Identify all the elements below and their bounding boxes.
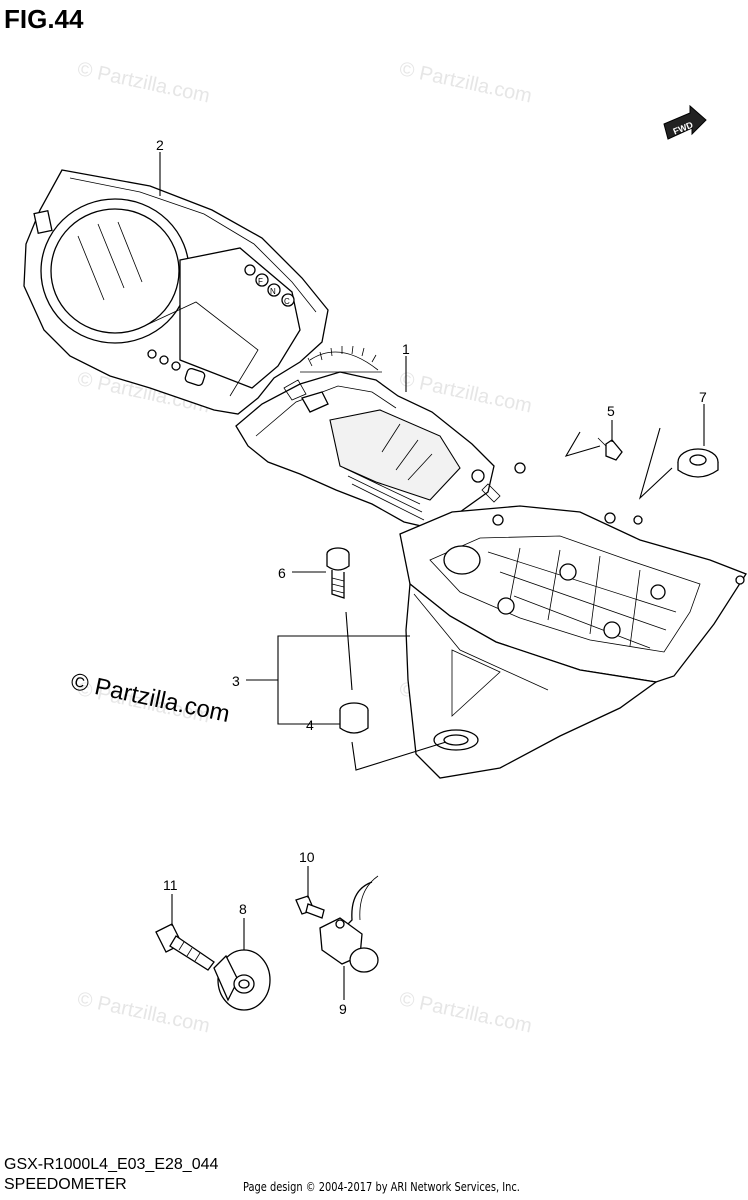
callout-1: 1 [402, 341, 410, 357]
callout-3: 3 [232, 673, 240, 689]
callout-leader-lines [159, 152, 705, 1000]
tachometer-tick-marks [307, 345, 377, 367]
gear-letter-c: C [284, 297, 290, 306]
fwd-direction-badge: FWD [663, 104, 707, 140]
rotor-part-8 [213, 949, 271, 1011]
meter-lower-case [399, 505, 747, 779]
callout-5: 5 [607, 403, 615, 419]
figure-title: FIG.44 [4, 4, 84, 34]
model-code: GSX-R1000L4_E03_E28_044 [4, 1156, 219, 1173]
screw-part-10 [295, 895, 325, 919]
section-name: SPEEDOMETER [4, 1176, 127, 1193]
gear-indicator-lamps: F N C [244, 264, 295, 307]
page-credit: Page design © 2004-2017 by ARI Network S… [243, 1180, 520, 1194]
grommet-part-7 [677, 448, 719, 478]
cushion-part-4 [339, 702, 369, 734]
callout-11: 11 [163, 877, 178, 893]
callout-8: 8 [239, 901, 247, 917]
gear-letter-f: F [258, 277, 263, 286]
gear-letter-n: N [270, 287, 276, 296]
callout-numbers: 1 2 3 4 5 6 7 8 9 10 11 [156, 137, 707, 1017]
meter-cover-part-2: F N C [23, 169, 329, 415]
callout-10: 10 [299, 849, 315, 865]
bolt-part-11 [155, 923, 215, 971]
callout-4: 4 [306, 717, 314, 733]
bolt-part-6 [326, 547, 350, 599]
speedometer-assembly-part-1 [235, 345, 526, 529]
speed-sensor-part-9 [319, 875, 379, 973]
callout-6: 6 [278, 565, 286, 581]
callout-9: 9 [339, 1001, 347, 1017]
callout-7: 7 [699, 389, 707, 405]
callout-2: 2 [156, 137, 164, 153]
screw-part-5 [597, 437, 623, 461]
